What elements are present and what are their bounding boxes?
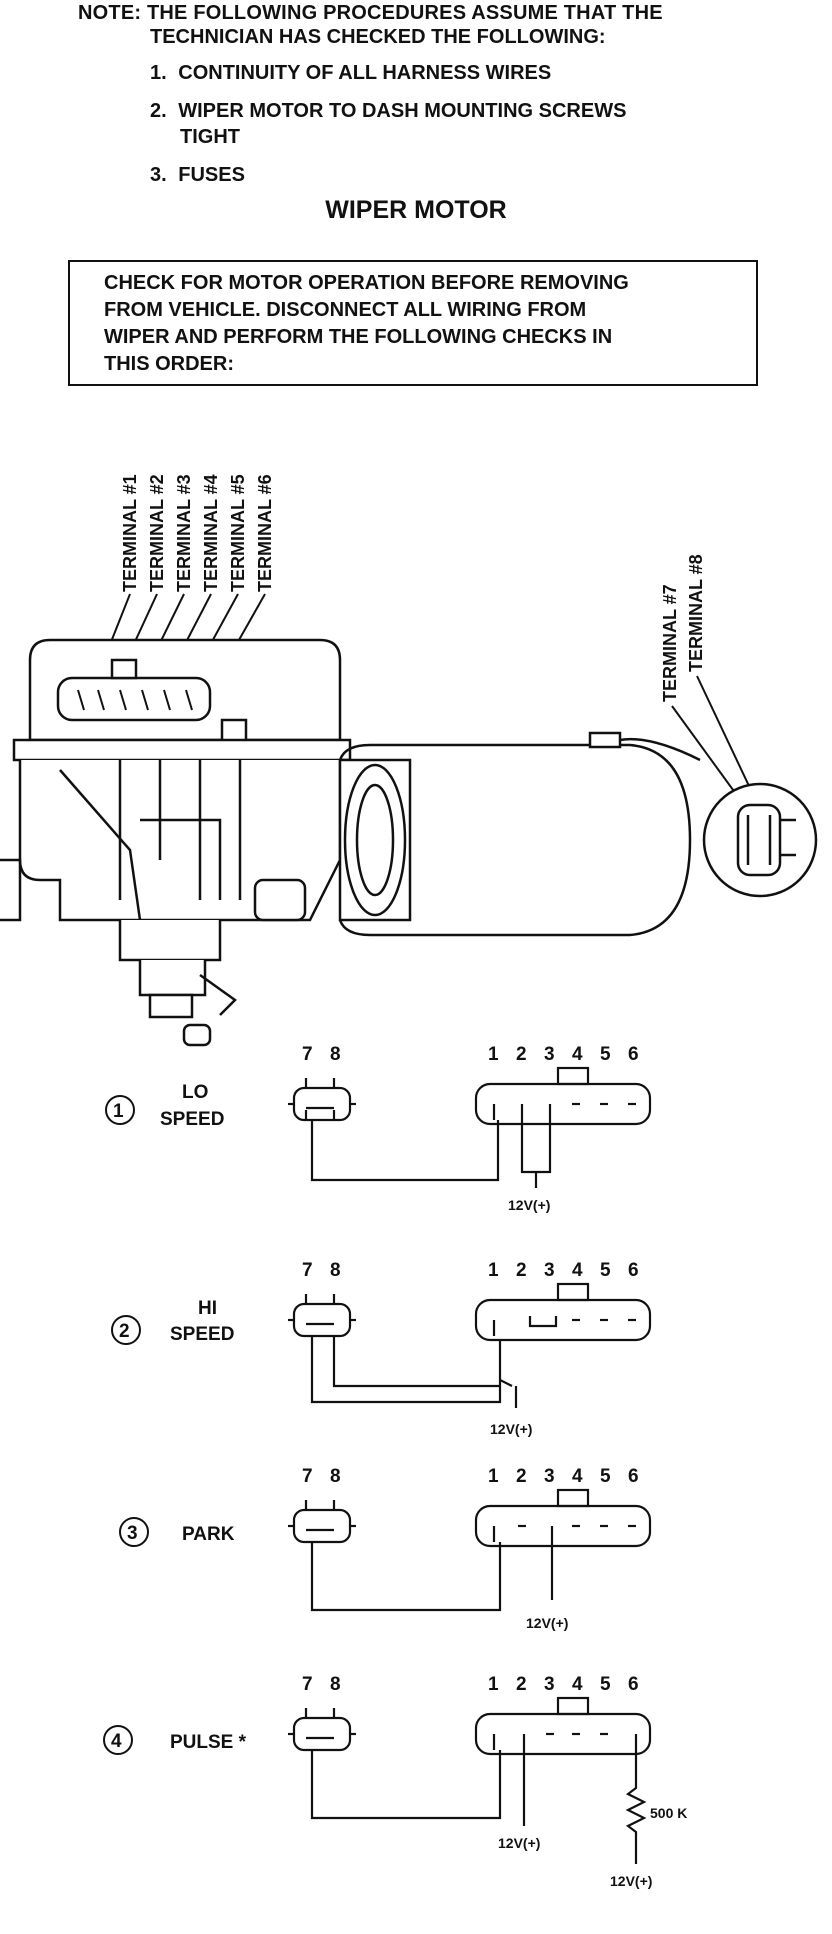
pin-label-8: 8 <box>330 1044 341 1065</box>
check-label: SPEED <box>160 1109 224 1130</box>
note-header: NOTE: THE FOLLOWING PROCEDURES ASSUME TH… <box>78 2 663 25</box>
note-item-1: 1. CONTINUITY OF ALL HARNESS WIRES <box>150 62 551 85</box>
pin-label-8: 8 <box>330 1260 341 1281</box>
pin-label-2: 2 <box>516 1674 527 1695</box>
step-number-circle <box>111 1315 141 1345</box>
page-title: WIPER MOTOR <box>325 196 507 224</box>
step-number-circle <box>119 1517 149 1547</box>
step-number-circle <box>105 1095 135 1125</box>
pin-label-7: 7 <box>302 1260 313 1281</box>
note-item-text: FUSES <box>178 164 245 186</box>
instruction-box: CHECK FOR MOTOR OPERATION BEFORE REMOVIN… <box>68 260 758 386</box>
note-item-3: 3. FUSES <box>150 164 245 187</box>
voltage-label: 12V(+) <box>508 1197 550 1213</box>
note-item-text: WIPER MOTOR TO DASH MOUNTING SCREWS <box>178 100 627 122</box>
pin-label-4: 4 <box>572 1260 583 1281</box>
check-label: SPEED <box>170 1324 234 1345</box>
check-pulse: 7 8 1 2 3 4 5 6 4 PULSE * 500 K 12 <box>103 1674 687 1889</box>
pin-label-8: 8 <box>330 1466 341 1487</box>
terminal-labels: TERMINAL #1 TERMINAL #2 TERMINAL #3 TERM… <box>120 474 706 702</box>
voltage-label: 12V(+) <box>498 1835 540 1851</box>
terminal-4-label: TERMINAL #4 <box>201 474 221 592</box>
pin-label-2: 2 <box>516 1260 527 1281</box>
note-item-2: 2. WIPER MOTOR TO DASH MOUNTING SCREWS <box>150 100 626 123</box>
pin-label-5: 5 <box>600 1260 611 1281</box>
pin-label-2: 2 <box>516 1466 527 1487</box>
wiper-motor-illustration <box>0 638 818 1047</box>
pin-label-3: 3 <box>544 1044 555 1065</box>
terminal-8-label: TERMINAL #8 <box>686 554 706 672</box>
check-label: HI <box>198 1298 217 1319</box>
pin-label-6: 6 <box>628 1466 639 1487</box>
pin-label-3: 3 <box>544 1466 555 1487</box>
pin-label-4: 4 <box>572 1466 583 1487</box>
pin-label-4: 4 <box>572 1044 583 1065</box>
pin-label-3: 3 <box>544 1674 555 1695</box>
note-item-number: 3. <box>150 164 167 186</box>
pin-label-6: 6 <box>628 1044 639 1065</box>
pin-label-6: 6 <box>628 1260 639 1281</box>
pin-label-7: 7 <box>302 1674 313 1695</box>
terminal-5-label: TERMINAL #5 <box>228 474 248 592</box>
pin-label-8: 8 <box>330 1674 341 1695</box>
step-number: 1 <box>113 1101 124 1122</box>
note-item-2-continued: TIGHT <box>180 126 240 148</box>
pin-label-1: 1 <box>488 1260 499 1281</box>
note-line-1: THE FOLLOWING PROCEDURES ASSUME THAT THE <box>146 2 663 24</box>
check-label: PULSE * <box>170 1732 247 1753</box>
pin-label-7: 7 <box>302 1466 313 1487</box>
pin-label-6: 6 <box>628 1674 639 1695</box>
pin-label-1: 1 <box>488 1466 499 1487</box>
voltage-label: 12V(+) <box>610 1873 652 1889</box>
instruction-line: THIS ORDER: <box>104 353 234 375</box>
step-number: 3 <box>127 1523 138 1544</box>
instruction-line: WIPER AND PERFORM THE FOLLOWING CHECKS I… <box>104 326 613 348</box>
terminal-1-label: TERMINAL #1 <box>120 474 140 592</box>
resistor-label: 500 K <box>650 1805 687 1821</box>
terminal-3-label: TERMINAL #3 <box>174 474 194 592</box>
note-item-number: 2. <box>150 100 167 122</box>
check-label: LO <box>182 1082 208 1103</box>
pin-label-7: 7 <box>302 1044 313 1065</box>
step-number: 4 <box>111 1731 122 1752</box>
voltage-label: 12V(+) <box>526 1615 568 1631</box>
instruction-line: FROM VEHICLE. DISCONNECT ALL WIRING FROM <box>104 299 587 321</box>
step-number: 2 <box>119 1321 130 1342</box>
pin-label-1: 1 <box>488 1674 499 1695</box>
note-item-text: CONTINUITY OF ALL HARNESS WIRES <box>178 62 552 84</box>
note-line-2: TECHNICIAN HAS CHECKED THE FOLLOWING: <box>150 26 606 48</box>
note-label: NOTE: <box>78 2 142 24</box>
step-number-circle <box>103 1725 133 1755</box>
pin-label-4: 4 <box>572 1674 583 1695</box>
check-hi-speed: 7 8 1 2 3 4 5 6 2 HI SPEED 12V(+) <box>111 1260 652 1437</box>
instruction-line: CHECK FOR MOTOR OPERATION BEFORE REMOVIN… <box>104 272 629 294</box>
voltage-label: 12V(+) <box>490 1421 532 1437</box>
terminal-2-label: TERMINAL #2 <box>147 474 167 592</box>
terminal-6-label: TERMINAL #6 <box>255 474 275 592</box>
check-park: 7 8 1 2 3 4 5 6 3 PARK 12V(+) <box>119 1466 652 1631</box>
pin-label-2: 2 <box>516 1044 527 1065</box>
pin-label-5: 5 <box>600 1466 611 1487</box>
pin-label-1: 1 <box>488 1044 499 1065</box>
pin-label-3: 3 <box>544 1260 555 1281</box>
check-label: PARK <box>182 1524 235 1545</box>
terminal-7-label: TERMINAL #7 <box>660 584 680 702</box>
pin-label-5: 5 <box>600 1044 611 1065</box>
pin-label-5: 5 <box>600 1674 611 1695</box>
note-item-number: 1. <box>150 62 167 84</box>
check-lo-speed: 7 8 1 2 3 4 5 6 1 LO SPEED <box>105 1044 652 1213</box>
